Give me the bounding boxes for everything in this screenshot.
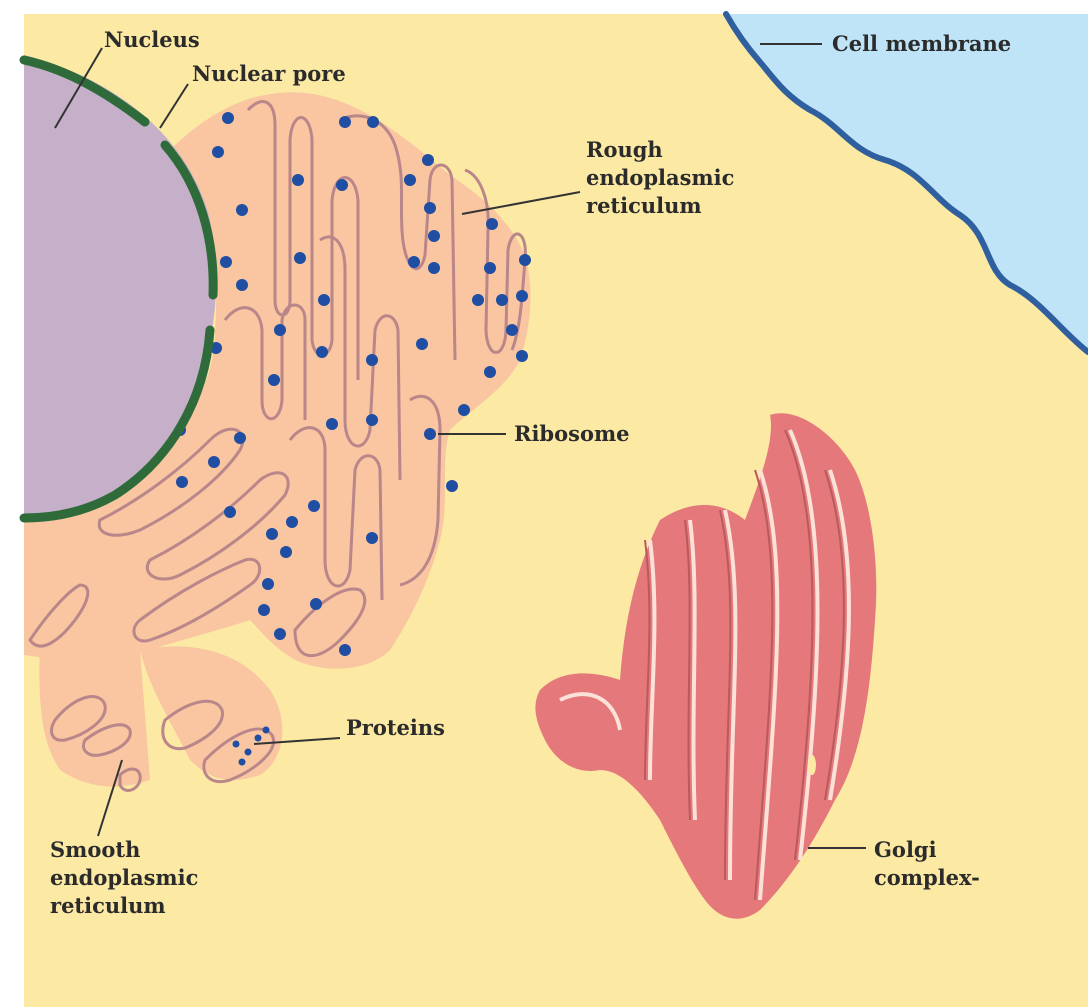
label-rough-er: Rough endoplasmic reticulum bbox=[586, 136, 734, 220]
label-ribosome: Ribosome bbox=[514, 420, 630, 448]
label-cell-membrane: Cell membrane bbox=[832, 30, 1011, 58]
label-proteins: Proteins bbox=[346, 714, 445, 742]
label-golgi-line-2: complex- bbox=[874, 864, 980, 892]
label-smooth-er-line-1: Smooth bbox=[50, 836, 198, 864]
label-smooth-er-line-3: reticulum bbox=[50, 892, 198, 920]
label-rough-er-line-3: reticulum bbox=[586, 192, 734, 220]
label-smooth-er: Smooth endoplasmic reticulum bbox=[50, 836, 198, 920]
label-nuclear-pore: Nuclear pore bbox=[192, 60, 346, 88]
label-golgi-line-1: Golgi bbox=[874, 836, 980, 864]
label-golgi-complex: Golgi complex- bbox=[874, 836, 980, 892]
label-nucleus: Nucleus bbox=[104, 26, 200, 54]
label-smooth-er-line-2: endoplasmic bbox=[50, 864, 198, 892]
label-rough-er-line-1: Rough bbox=[586, 136, 734, 164]
label-rough-er-line-2: endoplasmic bbox=[586, 164, 734, 192]
